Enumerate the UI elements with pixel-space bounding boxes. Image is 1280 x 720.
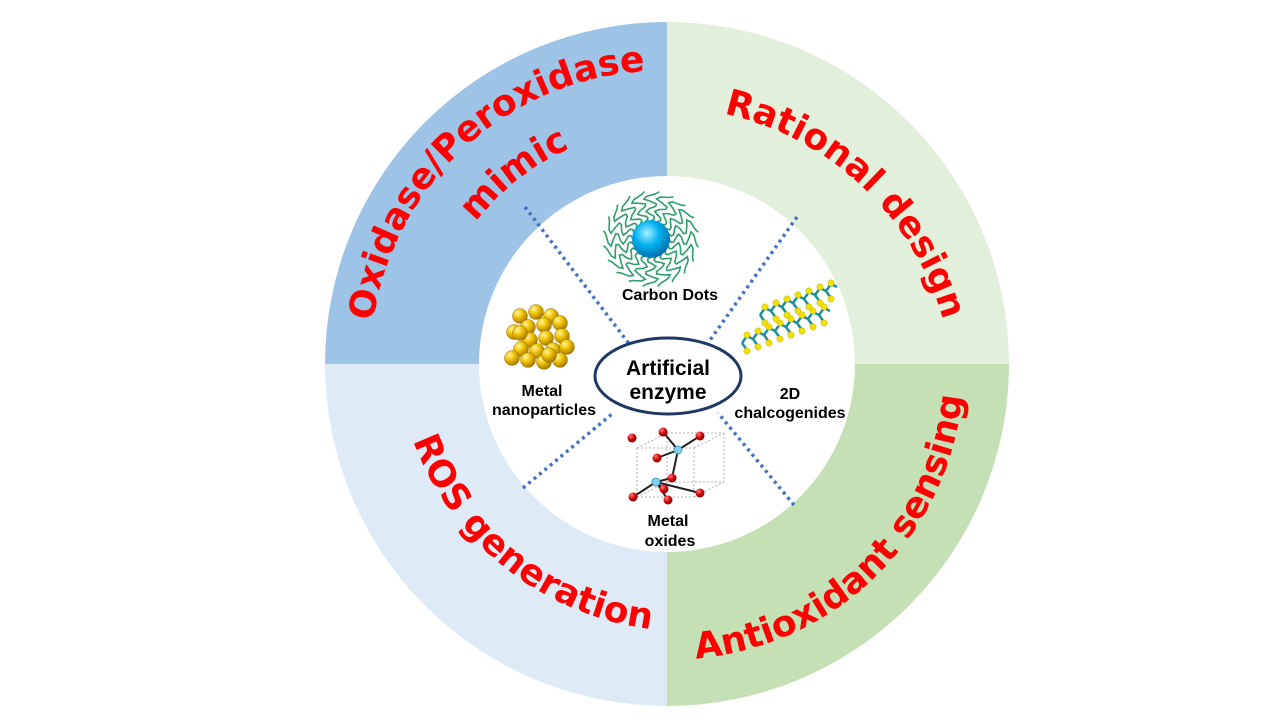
- quadrant-top-right: [667, 22, 1009, 364]
- sulfur-atom: [787, 331, 795, 339]
- gold-particle: [528, 304, 544, 320]
- ligand-strand: [613, 204, 638, 229]
- gold-particle: [512, 308, 528, 324]
- sulfur-atom: [827, 279, 835, 287]
- ligand-strand: [630, 190, 649, 223]
- quadrant-bottom-right: [667, 364, 1009, 706]
- ligand-strand: [661, 201, 686, 226]
- ligand-strand: [653, 255, 672, 288]
- dotted-dividers: [521, 205, 799, 507]
- bond: [632, 481, 657, 498]
- chalcogenides-label-line2: chalcogenides: [734, 405, 845, 422]
- sulfur-atom: [809, 307, 817, 315]
- gold-particle: [512, 325, 528, 341]
- oxygen-atom: [627, 433, 637, 443]
- metal-oxides-label-line2: oxides: [645, 533, 696, 550]
- sulfur-atom: [787, 315, 795, 323]
- ligand-strand: [620, 195, 643, 225]
- gold-particle: [520, 352, 536, 368]
- sulfur-atom: [772, 299, 780, 307]
- sulfur-atom: [820, 319, 828, 327]
- oxygen-atom: [652, 453, 662, 463]
- sulfur-atom: [743, 347, 751, 355]
- ligand-strand: [664, 249, 689, 274]
- ligand-strand: [668, 230, 699, 248]
- ligand-strand: [628, 255, 649, 283]
- gold-nanoparticle-cluster-icon: [504, 304, 575, 370]
- sulfur-atom: [754, 343, 762, 351]
- sulfur-atom: [805, 287, 813, 295]
- gold-particle: [559, 339, 575, 355]
- center-ellipse: [593, 336, 743, 416]
- ligand-strand: [642, 256, 660, 287]
- ligand-strand: [616, 252, 641, 277]
- gold-particle: [504, 350, 520, 366]
- gold-particle: [541, 347, 557, 363]
- sulfur-atom: [798, 327, 806, 335]
- metal-atom: [673, 445, 683, 455]
- ligand-strand: [602, 241, 635, 260]
- oxygen-atom: [695, 431, 705, 441]
- bond: [655, 481, 701, 494]
- gold-particle: [536, 317, 552, 333]
- oxygen-atom: [695, 488, 705, 498]
- sulfur-atom: [776, 319, 784, 327]
- sulfur-atom: [820, 303, 828, 311]
- quadrant-bottom-left: [325, 364, 667, 706]
- metal-nanoparticles-label-line2: nanoparticles: [492, 402, 596, 419]
- carbon-dot-icon: [602, 190, 700, 288]
- oxygen-atom: [628, 492, 638, 502]
- oxygen-atom: [659, 484, 669, 494]
- sulfur-atom: [816, 283, 824, 291]
- metal-nanoparticles-label-line1: Metal: [522, 383, 563, 400]
- sulfur-atom: [783, 295, 791, 303]
- crystal-lattice-icon: [627, 427, 725, 505]
- sulfur-atom: [809, 323, 817, 331]
- oxygen-atom: [658, 427, 668, 437]
- sulfur-atom: [765, 339, 773, 347]
- ligand-strand: [653, 195, 674, 223]
- ligand-strand: [667, 218, 700, 237]
- layered-crystal-icon: [740, 279, 838, 355]
- ligand-strand: [603, 230, 634, 248]
- cell-edge: [693, 432, 725, 449]
- ligand-strand: [659, 253, 682, 283]
- sulfur-atom: [794, 291, 802, 299]
- gold-particle: [538, 330, 554, 346]
- ligand-strand: [607, 247, 637, 270]
- bond: [671, 449, 679, 479]
- ligand-strand: [607, 216, 635, 237]
- oxygen-atom: [663, 495, 673, 505]
- metal-oxides-label-line1: Metal: [648, 513, 689, 530]
- carbon-dot-core: [632, 220, 670, 258]
- sulfur-atom: [798, 311, 806, 319]
- chalcogenides-label-line1: 2D: [780, 386, 800, 403]
- sulfur-atom: [754, 327, 762, 335]
- oxygen-atom: [667, 473, 677, 483]
- sulfur-atom: [827, 295, 835, 303]
- ligand-strand: [667, 241, 695, 262]
- ligand-strand: [665, 208, 695, 231]
- ligand-strand: [642, 191, 660, 222]
- sulfur-atom: [765, 323, 773, 331]
- cell-edge: [636, 481, 668, 498]
- quadrant-top-left: [325, 22, 667, 364]
- metal-atom: [651, 477, 661, 487]
- sulfur-atom: [761, 303, 769, 311]
- center-label-line2: enzyme: [629, 381, 706, 404]
- sulfur-atom: [776, 335, 784, 343]
- cell-edge: [636, 432, 668, 449]
- carbon-dots-label: Carbon Dots: [622, 287, 718, 304]
- sulfur-atom: [743, 331, 751, 339]
- gold-particle: [552, 315, 568, 331]
- center-label-line1: Artificial: [626, 357, 710, 380]
